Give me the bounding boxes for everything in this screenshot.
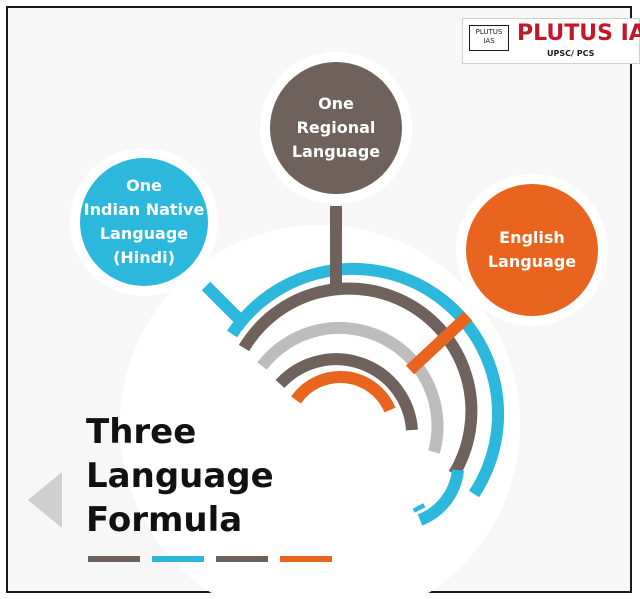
arc-brown [238, 282, 478, 478]
node-hindi-label: One Indian Native Language (Hindi) [83, 176, 205, 267]
plutus-ias-logo: PLUTUS IAS PLUTUS IAS UPSC/ PCS [462, 18, 640, 64]
arc-orange [291, 371, 396, 413]
dash-orange [280, 556, 332, 562]
node-regional [270, 62, 402, 194]
arc-brown-inner [275, 353, 418, 431]
logo-box-line1: PLUTUS [475, 28, 503, 36]
logo-title: PLUTUS IAS [517, 21, 640, 46]
logo-subtitle: UPSC/ PCS [547, 49, 595, 58]
arc-cyan-outer [227, 263, 504, 498]
arc-grey [257, 321, 444, 454]
node-hindi [80, 158, 208, 286]
connector-hindi [201, 281, 243, 323]
dash-brown-2 [216, 556, 268, 562]
arc-cyan-tail [417, 469, 464, 526]
dash-cyan [152, 556, 204, 562]
node-regional-label: One Regional Language [291, 94, 381, 161]
page-title: Three Language Formula [86, 412, 274, 540]
logo-mark: PLUTUS IAS [469, 25, 509, 51]
node-english-label: English Language [487, 228, 577, 271]
left-triangle-icon[interactable] [28, 472, 62, 528]
connector-english [405, 311, 473, 375]
logo-box-line2: IAS [483, 37, 495, 45]
dash-brown [88, 556, 140, 562]
node-english [466, 184, 598, 316]
